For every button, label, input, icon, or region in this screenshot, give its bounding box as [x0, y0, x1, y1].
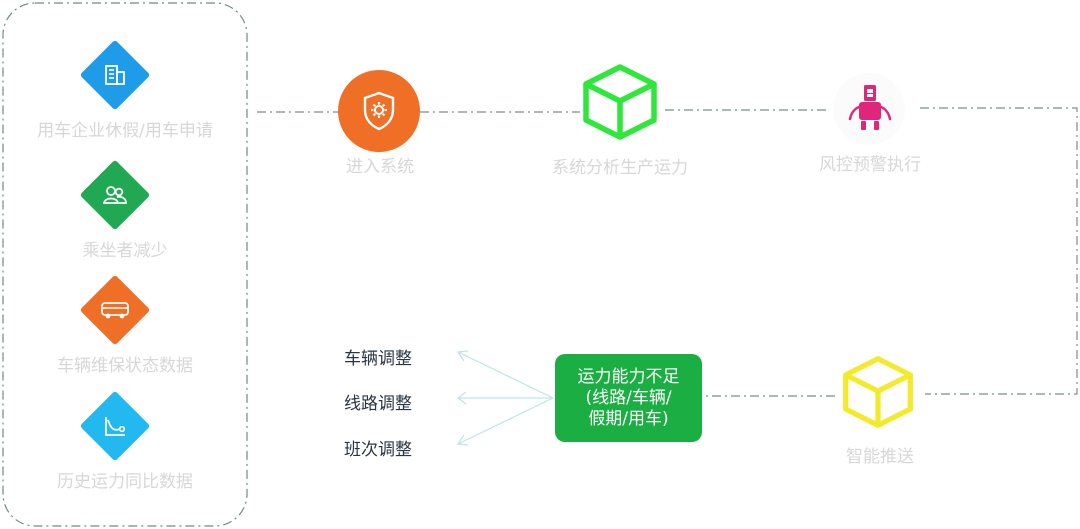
insufficient-line-3: 假期/用车): [588, 408, 669, 429]
arrowhead-shift-adjust: [456, 434, 469, 446]
left-item-1: [79, 39, 151, 111]
step3-label: 风控预警执行: [819, 155, 921, 175]
left-item-4-label: 历史运力同比数据: [57, 472, 193, 492]
arrowhead-route-adjust: [457, 391, 467, 405]
left-item-3-label: 车辆维保状态数据: [57, 356, 193, 376]
shield-gear-icon: [362, 91, 396, 135]
left-panel-border: [2, 2, 248, 527]
route-adjust-label: 线路调整: [344, 394, 412, 414]
left-item-2: [79, 159, 151, 231]
step3-circle: [833, 73, 905, 145]
building-icon: [95, 55, 135, 95]
arrowhead-vehicle-adjust: [456, 350, 469, 362]
left-item-1-label: 用车企业休假/用车申请: [37, 121, 213, 141]
cube-icon: [839, 354, 917, 434]
insufficient-line-1: 运力能力不足: [577, 366, 680, 387]
step2-label: 系统分析生产运力: [552, 158, 688, 178]
step1-label: 进入系统: [346, 157, 414, 177]
users-icon: [95, 175, 135, 215]
flow-line-step3-to-step4: [920, 107, 1078, 395]
left-item-2-label: 乘坐者减少: [82, 241, 168, 261]
insufficient-line-2: (线路/车辆/: [585, 387, 672, 408]
bus-icon: [95, 290, 135, 330]
step4-label: 智能推送: [846, 447, 914, 467]
vehicle-adjust-label: 车辆调整: [344, 349, 412, 369]
arrow-to-vehicle-adjust: [457, 351, 554, 399]
left-item-3: [79, 274, 151, 346]
line-chart-icon: [95, 406, 135, 446]
left-item-4: [79, 390, 151, 462]
robot-icon: [847, 81, 893, 137]
cube-icon: [579, 62, 661, 146]
shift-adjust-label: 班次调整: [344, 440, 412, 460]
arrow-to-shift-adjust: [457, 397, 554, 445]
step1-circle: [338, 70, 420, 152]
insufficient-capacity-box: 运力能力不足 (线路/车辆/ 假期/用车): [555, 354, 702, 442]
